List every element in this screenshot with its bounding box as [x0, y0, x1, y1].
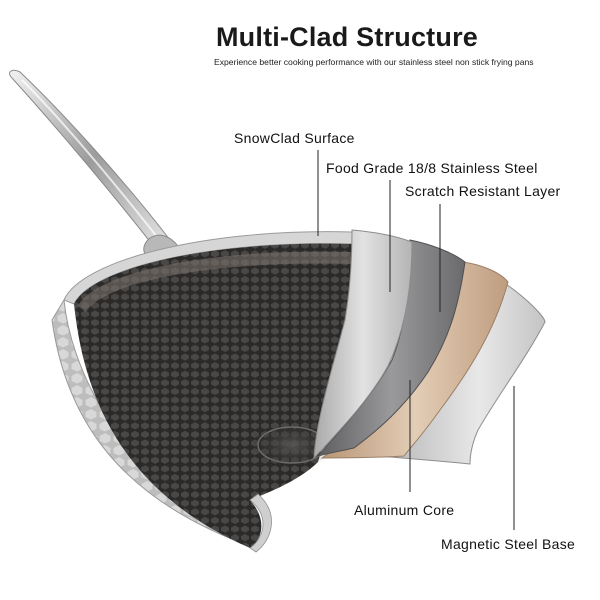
pan-handle [9, 69, 179, 261]
label-food-grade-steel: Food Grade 18/8 Stainless Steel [326, 160, 538, 176]
page-subtitle: Experience better cooking performance wi… [214, 57, 534, 67]
label-aluminum-core: Aluminum Core [354, 502, 455, 518]
label-scratch-resistant: Scratch Resistant Layer [405, 183, 561, 199]
layer-food-grade-steel [313, 229, 413, 460]
label-magnetic-steel-base: Magnetic Steel Base [441, 536, 576, 552]
pan-body [51, 231, 353, 553]
layer-dark-steel [316, 239, 466, 457]
layer-cross-section [313, 229, 546, 465]
label-snowclad-surface: SnowClad Surface [234, 130, 355, 146]
page-title: Multi-Clad Structure [215, 22, 478, 52]
leader-lines [317, 150, 515, 530]
